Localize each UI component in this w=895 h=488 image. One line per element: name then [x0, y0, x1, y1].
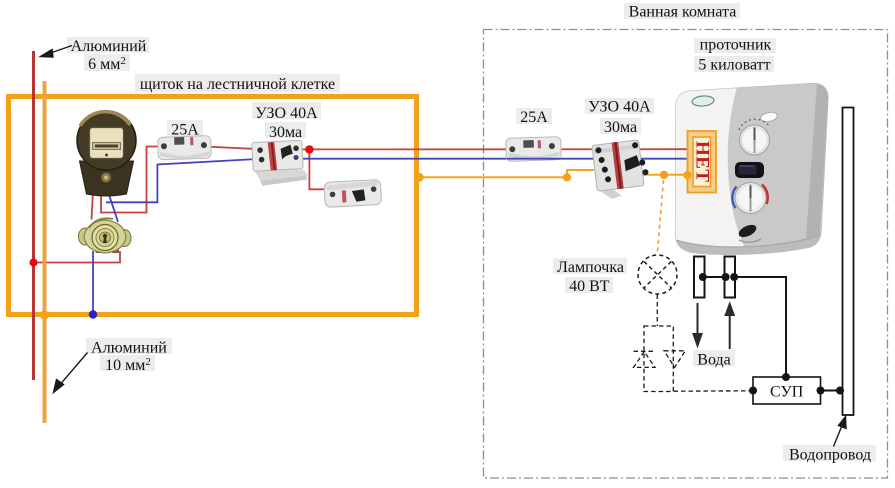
svg-text:6 мм2: 6 мм2: [88, 55, 126, 73]
svg-text:25А: 25А: [520, 109, 548, 126]
svg-text:Водопровод: Водопровод: [789, 447, 871, 464]
svg-text:НЕТ: НЕТ: [691, 141, 712, 183]
svg-text:УЗО 40А: УЗО 40А: [255, 105, 318, 122]
svg-text:5 киловатт: 5 киловатт: [698, 57, 770, 74]
svg-text:Вода: Вода: [697, 352, 730, 369]
svg-text:проточник: проточник: [700, 37, 772, 54]
svg-text:30ма: 30ма: [269, 124, 302, 141]
svg-text:щиток на лестничной клетке: щиток на лестничной клетке: [140, 76, 335, 93]
svg-text:10 мм2: 10 мм2: [105, 356, 151, 374]
svg-text:УЗО 40А: УЗО 40А: [588, 99, 651, 116]
svg-text:40 ВТ: 40 ВТ: [569, 278, 609, 295]
svg-text:СУП: СУП: [770, 384, 804, 401]
svg-text:Алюминий: Алюминий: [71, 38, 147, 55]
svg-text:Алюминий: Алюминий: [91, 340, 167, 357]
svg-text:Лампочка: Лампочка: [557, 259, 624, 276]
svg-text:Ванная комната: Ванная комната: [629, 4, 737, 21]
svg-text:30ма: 30ма: [604, 119, 637, 136]
svg-text:25А: 25А: [171, 122, 199, 139]
